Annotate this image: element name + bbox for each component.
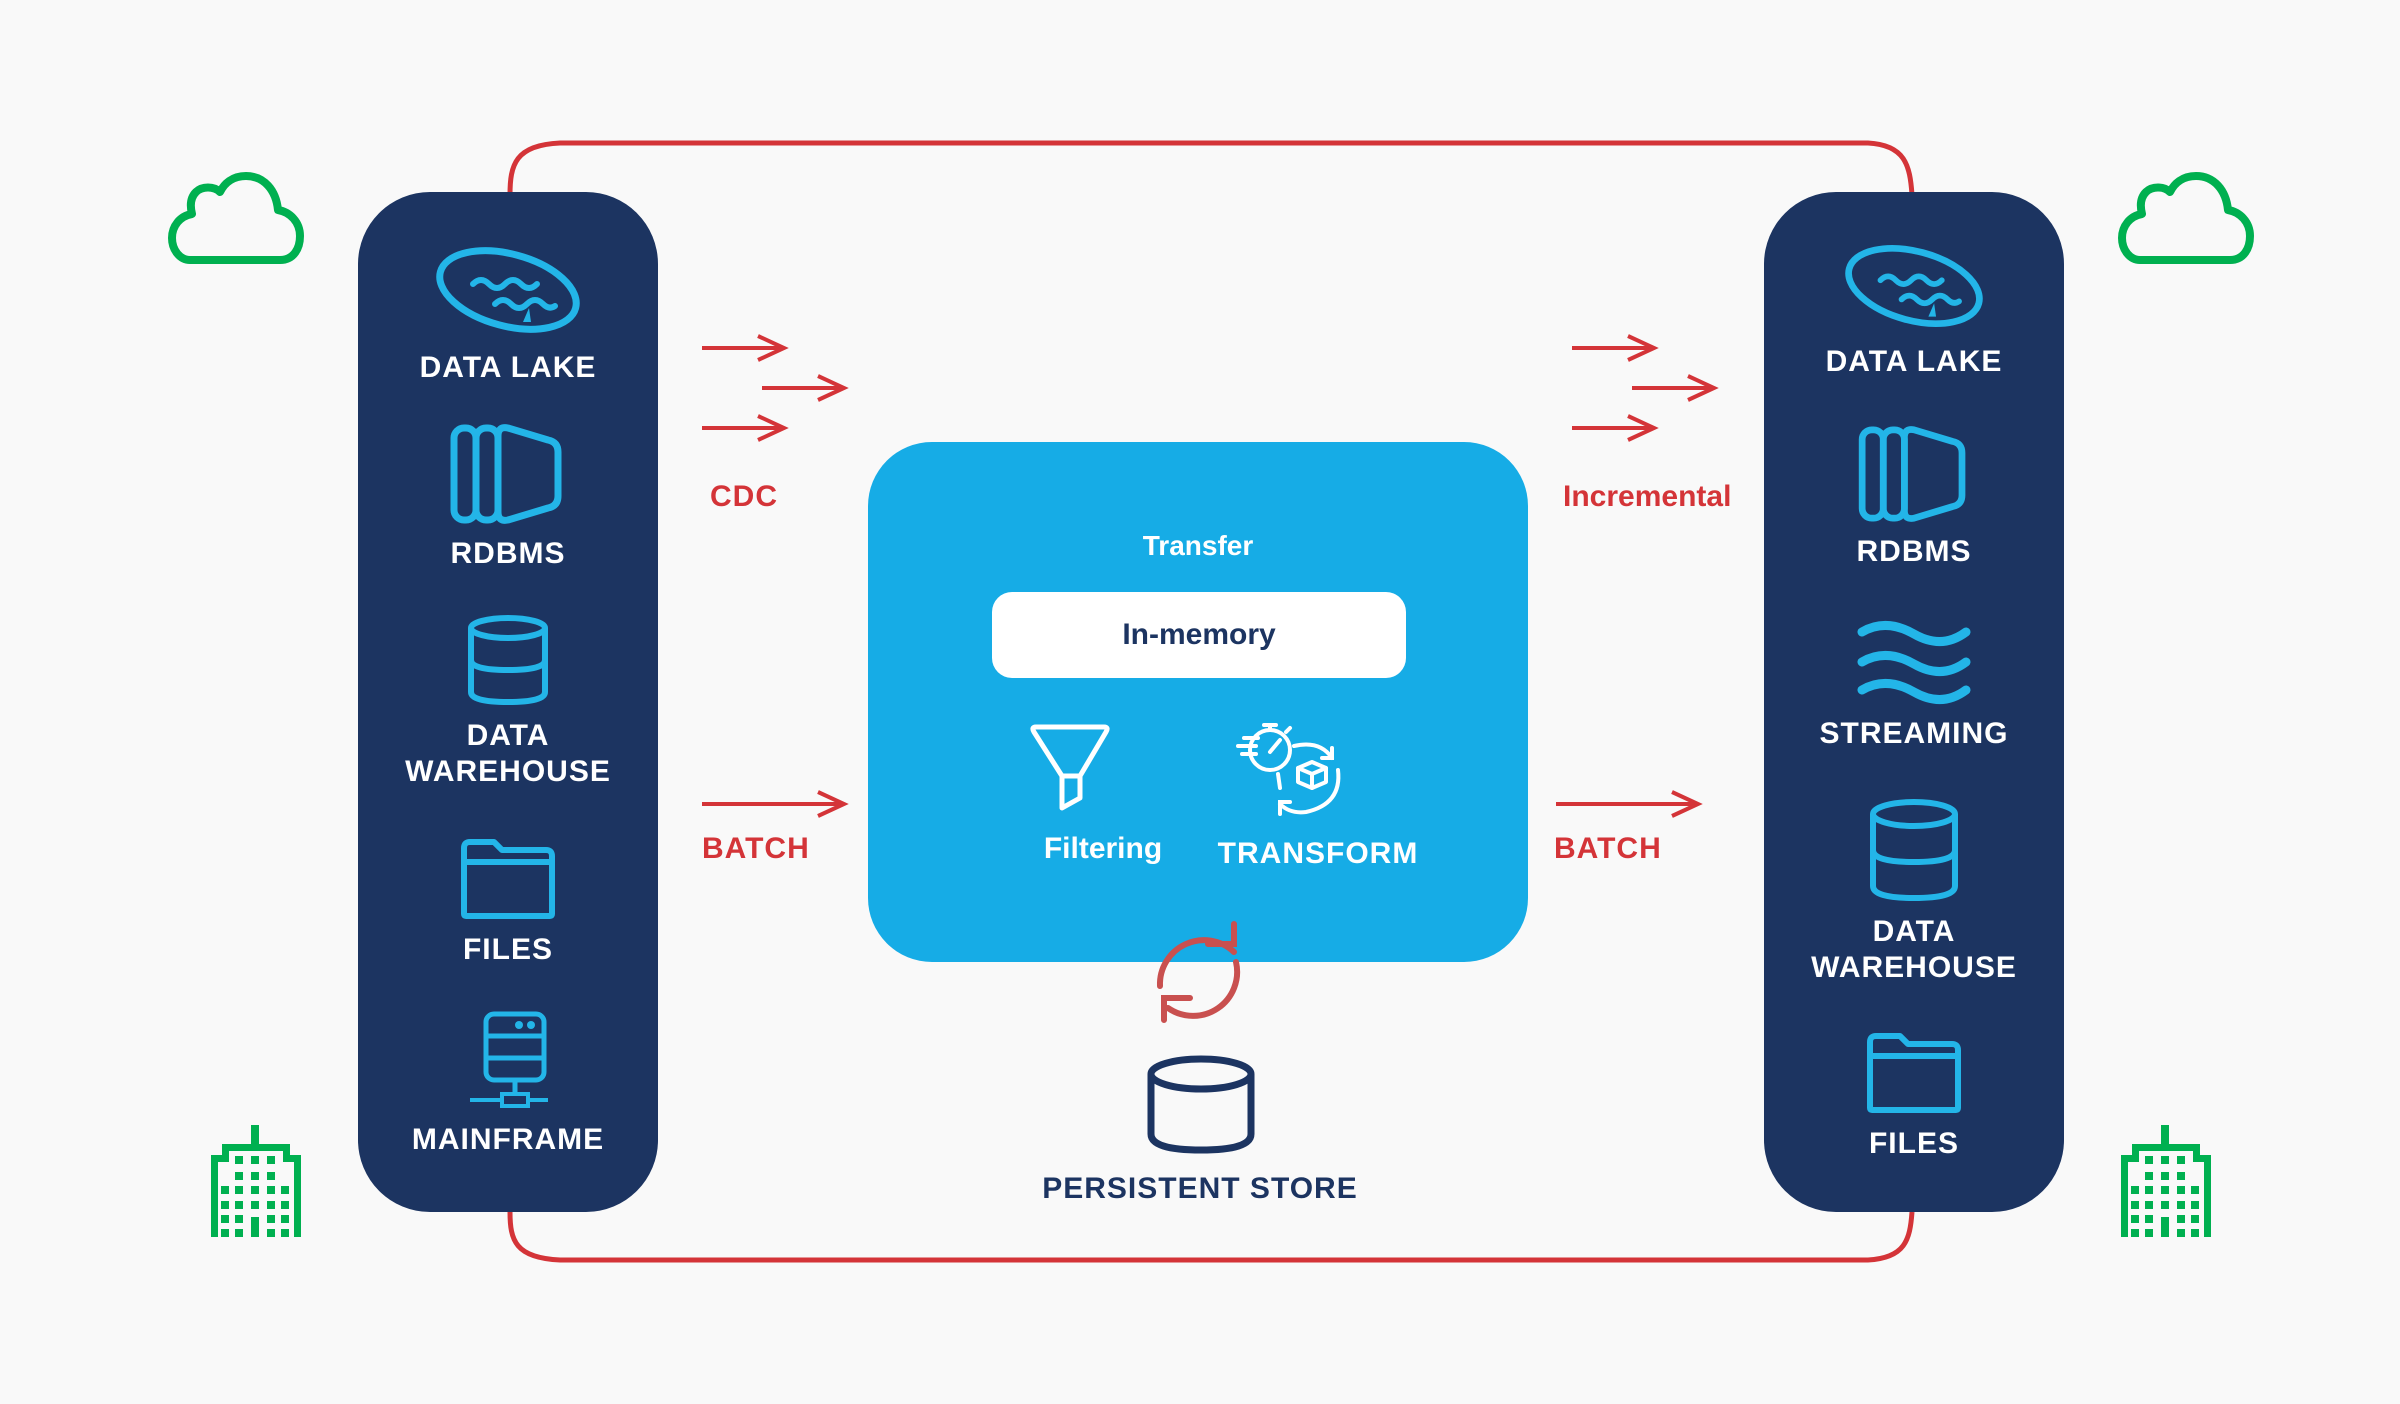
folder-icon: [461, 839, 555, 919]
target-data-warehouse[interactable]: DATA WAREHOUSE: [1764, 798, 2064, 986]
target-streaming[interactable]: STREAMING: [1764, 620, 2064, 752]
sources-panel: DATA LAKE RDBMS DATA WAREHOUSE FILES: [358, 192, 658, 1212]
right-building-icon: [2118, 1125, 2214, 1237]
target-data-lake[interactable]: DATA LAKE: [1764, 240, 2064, 380]
rdbms-icon: [1858, 426, 1966, 522]
data-lake-icon: [1845, 245, 1983, 327]
arrow-icon: [702, 334, 789, 362]
right-cloud-icon: [2118, 170, 2254, 266]
inbound-batch-label: BATCH: [702, 832, 810, 865]
data-warehouse-icon: [1870, 799, 1958, 902]
data-lake-icon: [436, 247, 580, 333]
source-label: DATA WAREHOUSE: [405, 719, 611, 788]
outbound-batch-arrow: [1556, 790, 1703, 818]
source-mainframe[interactable]: MAINFRAME: [358, 1010, 658, 1158]
outbound-batch-label: BATCH: [1554, 832, 1662, 865]
cdc-label: CDC: [710, 480, 778, 513]
transform-icon: [1236, 723, 1341, 816]
arrow-icon: [1572, 414, 1659, 442]
cdc-arrows: [702, 334, 849, 442]
arrow-icon: [702, 790, 849, 818]
folder-icon: [1867, 1033, 1961, 1113]
target-label: DATA LAKE: [1825, 345, 2003, 378]
transfer-title: Transfer: [1142, 530, 1254, 561]
targets-panel: DATA LAKE RDBMS STREAMING DATA WAREHOUSE: [1764, 192, 2064, 1212]
target-rdbms[interactable]: RDBMS: [1764, 426, 2064, 570]
target-files[interactable]: FILES: [1764, 1032, 2064, 1162]
target-label: STREAMING: [1819, 717, 2009, 750]
arrow-icon: [1572, 334, 1659, 362]
arrow-icon: [762, 374, 849, 402]
source-files[interactable]: FILES: [358, 838, 658, 968]
transfer-box: Transfer In-memory Filtering TRANSFORM: [868, 442, 1528, 962]
source-label: FILES: [462, 933, 553, 966]
mainframe-icon: [470, 1011, 548, 1108]
inbound-batch-arrow: [702, 790, 849, 818]
left-building-icon: [208, 1125, 304, 1237]
sync-icon[interactable]: [1146, 920, 1250, 1028]
rdbms-icon: [450, 424, 562, 524]
loop-top-line: [507, 140, 1915, 196]
source-rdbms[interactable]: RDBMS: [358, 424, 658, 572]
source-label: RDBMS: [450, 537, 566, 570]
persistent-store-icon[interactable]: [1146, 1054, 1256, 1154]
target-label: RDBMS: [1856, 535, 1972, 568]
filtering-label: Filtering: [1043, 832, 1163, 865]
loop-bottom-line: [507, 1211, 1915, 1263]
arrow-icon: [1632, 374, 1719, 402]
incremental-label: Incremental: [1563, 480, 1732, 513]
filter-icon: [1030, 724, 1110, 811]
source-data-lake[interactable]: DATA LAKE: [358, 242, 658, 386]
target-label: DATA WAREHOUSE: [1811, 915, 2017, 984]
source-label: DATA LAKE: [419, 351, 597, 384]
source-data-warehouse[interactable]: DATA WAREHOUSE: [358, 614, 658, 790]
data-warehouse-icon: [468, 615, 548, 706]
streaming-icon: [1857, 621, 1971, 704]
arrow-icon: [1556, 790, 1703, 818]
persistent-store-label: PERSISTENT STORE: [1042, 1172, 1358, 1205]
arrow-icon: [702, 414, 789, 442]
incremental-arrows: [1572, 334, 1719, 442]
source-label: MAINFRAME: [411, 1123, 605, 1156]
in-memory-box[interactable]: In-memory: [992, 592, 1406, 678]
left-cloud-icon: [168, 170, 304, 266]
transform-label: TRANSFORM: [1217, 837, 1419, 870]
target-label: FILES: [1868, 1127, 1959, 1160]
